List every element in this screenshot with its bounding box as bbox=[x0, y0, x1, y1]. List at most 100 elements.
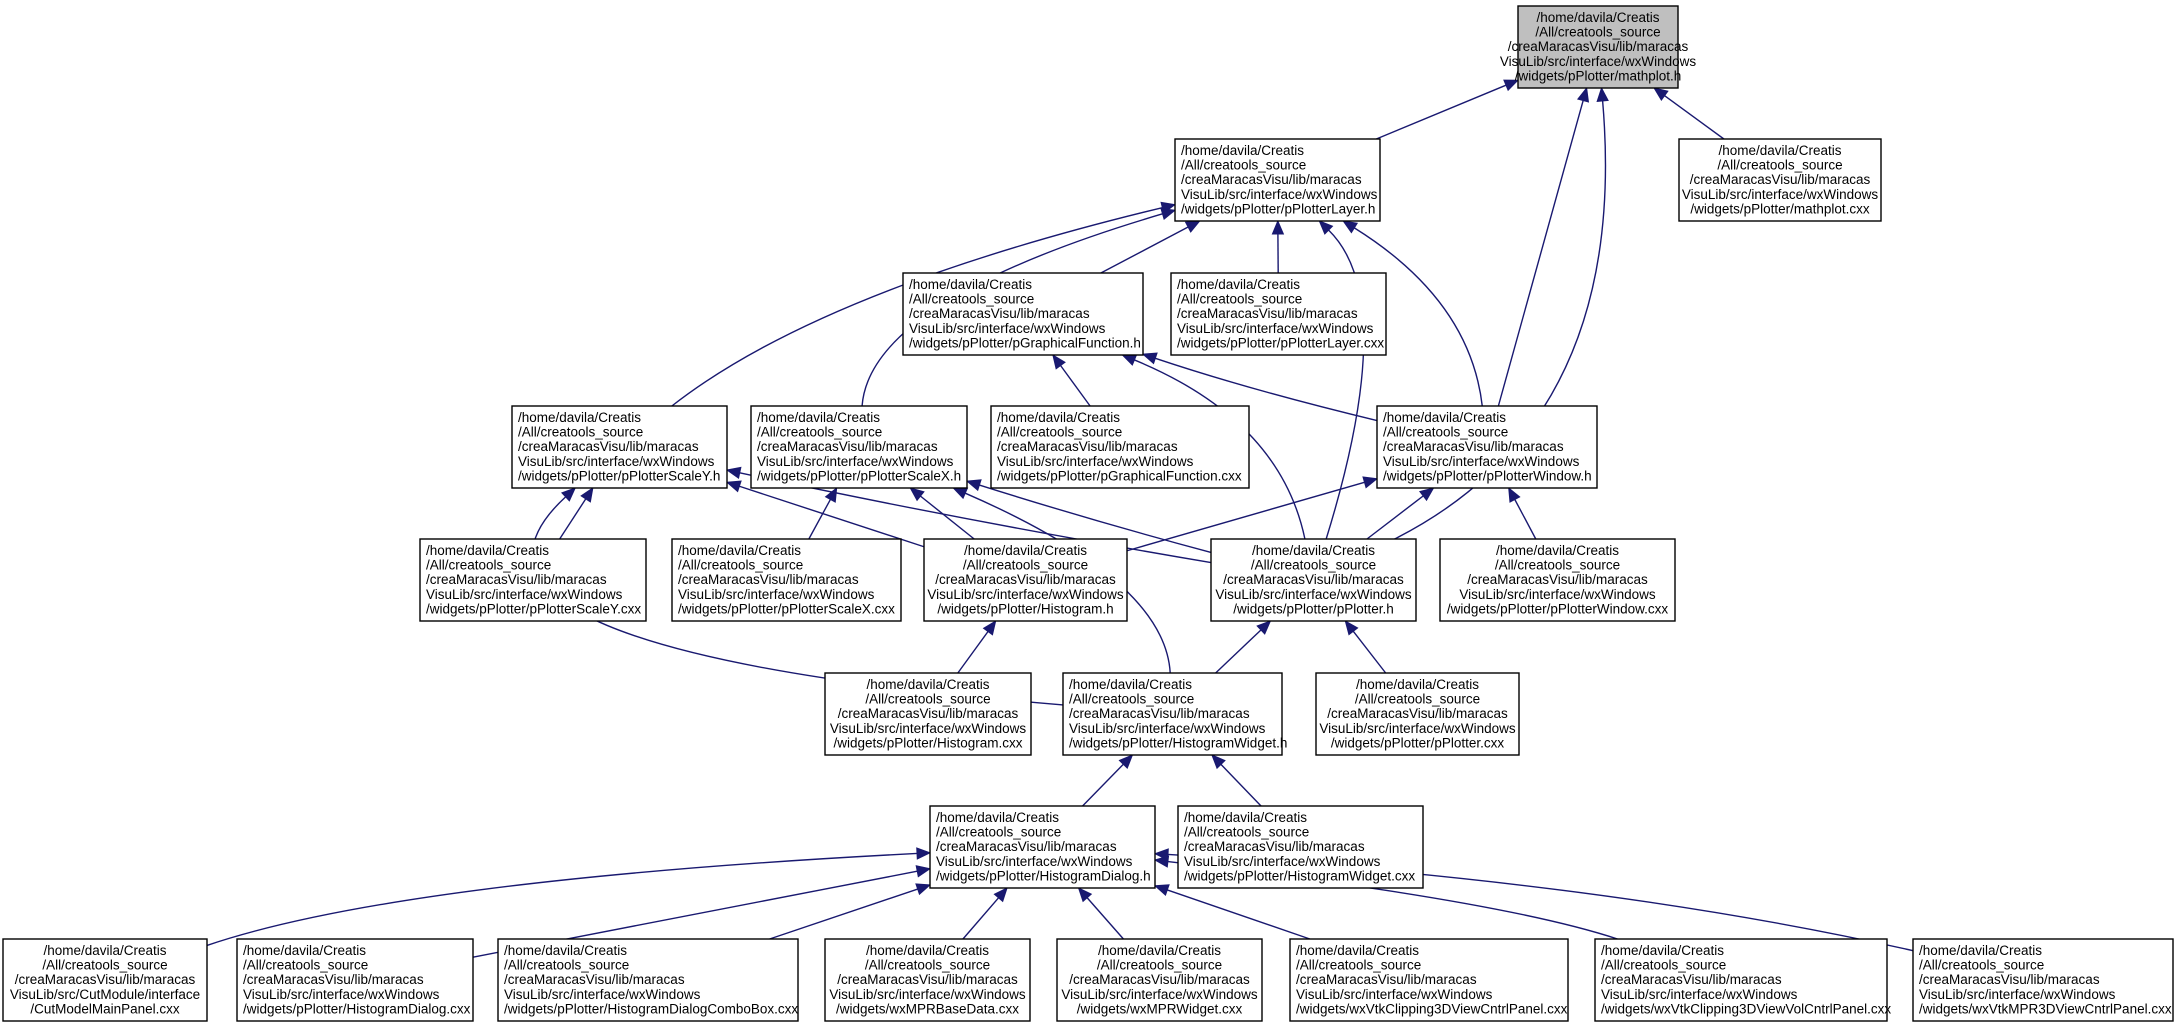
node-label-line: /home/davila/Creatis bbox=[1181, 143, 1304, 158]
node-label-line: VisuLib/src/interface/wxWindows bbox=[504, 987, 701, 1002]
node-label-line: /home/davila/Creatis bbox=[1296, 943, 1419, 958]
dependency-edge bbox=[808, 499, 832, 540]
node-label-line: /All/creatools_source bbox=[936, 825, 1061, 840]
node-Histogram-cxx[interactable]: /home/davila/Creatis/All/creatools_sourc… bbox=[824, 672, 1032, 756]
node-label-line: /All/creatools_source bbox=[1177, 292, 1302, 307]
arrowhead bbox=[1211, 754, 1226, 770]
node-label-line: /widgets/pPlotter/mathplot.cxx bbox=[1690, 201, 1870, 216]
node-CutModelMainPanel-cxx[interactable]: /home/davila/Creatis/All/creatools_sourc… bbox=[2, 938, 208, 1022]
node-box bbox=[923, 538, 1128, 622]
node-pPlotterLayer-h[interactable]: /home/davila/Creatis/All/creatools_sourc… bbox=[1174, 138, 1381, 222]
node-label-line: /widgets/wxVtkClipping3DViewCntrlPanel.c… bbox=[1296, 1001, 1568, 1016]
node-label-line: /creaMaracasVisu/lib/maracas bbox=[1467, 572, 1648, 587]
node-label-line: /home/davila/Creatis bbox=[43, 943, 166, 958]
node-label-line: /widgets/pPlotter/Histogram.cxx bbox=[833, 735, 1022, 750]
arrowhead bbox=[725, 466, 742, 479]
node-label-line: /creaMaracasVisu/lib/maracas bbox=[243, 972, 424, 987]
node-pPlotterWindow-h[interactable]: /home/davila/Creatis/All/creatools_sourc… bbox=[1376, 405, 1598, 489]
node-box bbox=[1177, 805, 1424, 889]
node-wxMPRBaseData-cxx[interactable]: /home/davila/Creatis/All/creatools_sourc… bbox=[824, 938, 1031, 1022]
node-label-line: /widgets/wxMPRWidget.cxx bbox=[1077, 1001, 1243, 1016]
node-HistogramDialog-cxx[interactable]: /home/davila/Creatis/All/creatools_sourc… bbox=[236, 938, 474, 1022]
arrowhead bbox=[1418, 487, 1435, 502]
arrowhead bbox=[1052, 353, 1066, 370]
node-pPlotter-cxx[interactable]: /home/davila/Creatis/All/creatools_sourc… bbox=[1315, 672, 1520, 756]
node-pPlotterScaleY-h[interactable]: /home/davila/Creatis/All/creatools_sourc… bbox=[511, 405, 728, 489]
arrowhead bbox=[915, 865, 932, 878]
node-pPlotterScaleY-cxx[interactable]: /home/davila/Creatis/All/creatools_sourc… bbox=[419, 538, 647, 622]
node-wxVtkClipping3DViewCntrlPanel-cxx[interactable]: /home/davila/Creatis/All/creatools_sourc… bbox=[1289, 938, 1569, 1022]
dependency-edge bbox=[1086, 897, 1124, 940]
arrowhead bbox=[993, 887, 1008, 903]
node-label-line: /widgets/pPlotter/Histogram.h bbox=[937, 601, 1113, 616]
node-label-line: /widgets/pPlotter/pPlotter.cxx bbox=[1331, 735, 1505, 750]
dependency-edge bbox=[1215, 629, 1262, 674]
node-label-line: VisuLib/src/interface/wxWindows bbox=[1215, 587, 1412, 602]
node-pGraphicalFunction-cxx[interactable]: /home/davila/Creatis/All/creatools_sourc… bbox=[990, 405, 1250, 489]
node-HistogramDialogComboBox-cxx[interactable]: /home/davila/Creatis/All/creatools_sourc… bbox=[497, 938, 799, 1022]
node-label-line: /All/creatools_source bbox=[1919, 958, 2044, 973]
node-label-line: /widgets/pPlotter/HistogramDialog.cxx bbox=[243, 1001, 471, 1016]
node-label-line: /creaMaracasVisu/lib/maracas bbox=[1069, 972, 1250, 987]
node-label-line: /All/creatools_source bbox=[1069, 692, 1194, 707]
node-wxVtkMPR3DViewCntrlPanel-cxx[interactable]: /home/davila/Creatis/All/creatools_sourc… bbox=[1912, 938, 2174, 1022]
node-label-line: VisuLib/src/CutModule/interface bbox=[10, 987, 200, 1002]
node-box bbox=[1210, 538, 1417, 622]
node-HistogramDialog-h[interactable]: /home/davila/Creatis/All/creatools_sourc… bbox=[929, 805, 1156, 889]
node-label-line: VisuLib/src/interface/wxWindows bbox=[997, 454, 1194, 469]
node-wxVtkClipping3DViewVolCntrlPanel-cxx[interactable]: /home/davila/Creatis/All/creatools_sourc… bbox=[1594, 938, 1891, 1022]
node-pPlotterScaleX-h[interactable]: /home/davila/Creatis/All/creatools_sourc… bbox=[750, 405, 968, 489]
node-label-line: VisuLib/src/interface/wxWindows bbox=[1181, 187, 1378, 202]
node-label-line: VisuLib/src/interface/wxWindows bbox=[1296, 987, 1493, 1002]
dependency-edge bbox=[979, 484, 1212, 554]
dependency-edge bbox=[769, 888, 918, 940]
node-mathplot-h[interactable]: /home/davila/Creatis/All/creatools_sourc… bbox=[1500, 5, 1697, 89]
node-label-line: /creaMaracasVisu/lib/maracas bbox=[1184, 839, 1365, 854]
node-pPlotterLayer-cxx[interactable]: /home/davila/Creatis/All/creatools_sourc… bbox=[1170, 272, 1387, 356]
node-label-line: /creaMaracasVisu/lib/maracas bbox=[1177, 306, 1358, 321]
node-box bbox=[1594, 938, 1888, 1022]
arrowhead bbox=[1160, 207, 1177, 220]
dependency-edge bbox=[962, 897, 1000, 940]
node-label-line: VisuLib/src/interface/wxWindows bbox=[678, 587, 875, 602]
dependency-edge bbox=[1082, 763, 1124, 807]
node-label-line: /creaMaracasVisu/lib/maracas bbox=[518, 439, 699, 454]
node-box bbox=[1439, 538, 1676, 622]
dependency-edge bbox=[1353, 227, 1483, 407]
node-label-line: VisuLib/src/interface/wxWindows bbox=[757, 454, 954, 469]
node-label-line: /creaMaracasVisu/lib/maracas bbox=[1601, 972, 1782, 987]
node-HistogramWidget-h[interactable]: /home/davila/Creatis/All/creatools_sourc… bbox=[1062, 672, 1287, 756]
dependency-edge bbox=[957, 631, 989, 674]
node-label-line: VisuLib/src/interface/wxWindows bbox=[1069, 721, 1266, 736]
node-mathplot-cxx[interactable]: /home/davila/Creatis/All/creatools_sourc… bbox=[1678, 138, 1882, 222]
arrowhead bbox=[1344, 619, 1359, 636]
node-label-line: /home/davila/Creatis bbox=[1718, 143, 1841, 158]
node-label-line: /widgets/pPlotter/HistogramWidget.h bbox=[1069, 735, 1287, 750]
node-pPlotter-h[interactable]: /home/davila/Creatis/All/creatools_sourc… bbox=[1210, 538, 1417, 622]
node-label-line: VisuLib/src/interface/wxWindows bbox=[1919, 987, 2116, 1002]
node-label-line: /widgets/pPlotter/HistogramDialog.h bbox=[936, 868, 1151, 883]
node-label-line: /home/davila/Creatis bbox=[518, 410, 641, 425]
node-HistogramWidget-cxx[interactable]: /home/davila/Creatis/All/creatools_sourc… bbox=[1177, 805, 1424, 889]
node-box bbox=[511, 405, 728, 489]
node-label-line: /creaMaracasVisu/lib/maracas bbox=[997, 439, 1178, 454]
node-label-line: /All/creatools_source bbox=[518, 425, 643, 440]
arrowhead bbox=[1362, 476, 1379, 489]
arrowhead bbox=[1342, 220, 1359, 234]
node-box bbox=[236, 938, 474, 1022]
node-pPlotterWindow-cxx[interactable]: /home/davila/Creatis/All/creatools_sourc… bbox=[1439, 538, 1676, 622]
node-label-line: /creaMaracasVisu/lib/maracas bbox=[426, 572, 607, 587]
node-label-line: /All/creatools_source bbox=[42, 958, 167, 973]
node-wxMPRWidget-cxx[interactable]: /home/davila/Creatis/All/creatools_sourc… bbox=[1056, 938, 1263, 1022]
node-label-line: /widgets/pPlotter/pPlotterScaleY.h bbox=[518, 468, 720, 483]
arrowhead bbox=[915, 883, 932, 896]
arrowhead bbox=[1121, 354, 1138, 366]
node-pPlotterScaleX-cxx[interactable]: /home/davila/Creatis/All/creatools_sourc… bbox=[671, 538, 902, 622]
arrowhead bbox=[1077, 887, 1093, 903]
dependency-edge bbox=[1220, 763, 1262, 807]
dependency-edge bbox=[559, 498, 587, 540]
node-pGraphicalFunction-h[interactable]: /home/davila/Creatis/All/creatools_sourc… bbox=[902, 272, 1144, 356]
node-label-line: /widgets/pPlotter/pPlotterLayer.cxx bbox=[1177, 335, 1384, 350]
node-label-line: /All/creatools_source bbox=[909, 292, 1034, 307]
node-Histogram-h[interactable]: /home/davila/Creatis/All/creatools_sourc… bbox=[923, 538, 1128, 622]
